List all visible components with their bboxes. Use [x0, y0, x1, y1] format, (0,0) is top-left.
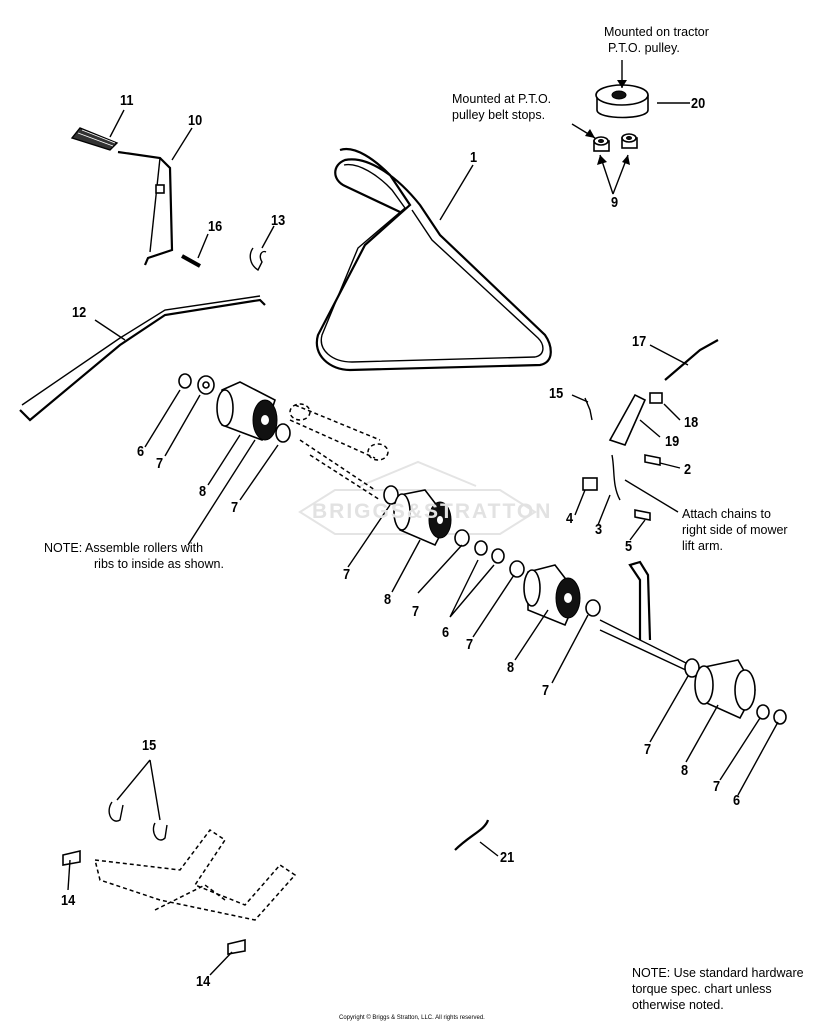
pin-part-16 [181, 254, 201, 268]
part-label-2: 2 [684, 461, 692, 478]
lever-part-10 [117, 150, 174, 266]
part-label-6: 6 [442, 624, 450, 641]
watermark-text: BRIGGS&STRATTON [312, 500, 553, 523]
arrowheads [585, 80, 630, 165]
part-label-3: 3 [595, 521, 603, 538]
part-label-13: 13 [271, 212, 286, 229]
part-label-7: 7 [542, 682, 550, 699]
note-hardware-line-3: otherwise noted. [632, 998, 724, 1012]
part-label-12: 12 [72, 304, 87, 321]
note-belt-stops-line-2: pulley belt stops. [452, 108, 546, 122]
note-tractor-pulley-line-2: P.T.O. pulley. [608, 41, 680, 55]
watermark-badge [298, 460, 537, 535]
part-label-4: 4 [566, 510, 574, 527]
part-label-7: 7 [466, 636, 474, 653]
part-label-8: 8 [384, 591, 392, 608]
part-label-16: 16 [208, 218, 223, 235]
hairpin-part-13 [249, 247, 267, 272]
part-label-15: 15 [549, 385, 564, 402]
part-label-6: 6 [733, 792, 741, 809]
belt-part-1 [315, 147, 552, 372]
mower-bracket-assembly [62, 801, 490, 955]
part-label-14: 14 [61, 892, 76, 909]
note-hardware: NOTE: Use standard hardware torque spec.… [632, 965, 804, 1013]
note-rollers-line-2: ribs to inside as shown. [94, 557, 224, 571]
note-hardware-line-2: torque spec. chart unless [632, 982, 772, 996]
part-label-7: 7 [156, 455, 164, 472]
note-attach-chains: Attach chains to right side of mower lif… [682, 506, 788, 554]
note-hardware-line-1: NOTE: Use standard hardware [632, 966, 804, 980]
part-label-5: 5 [625, 538, 633, 555]
note-rollers: NOTE: Assemble rollers with ribs to insi… [44, 540, 224, 572]
part-label-7: 7 [412, 603, 420, 620]
note-attach-chains-line-3: lift arm. [682, 539, 723, 553]
note-belt-stops-line-1: Mounted at P.T.O. [452, 92, 552, 106]
part-label-9: 9 [611, 194, 619, 211]
handle-grip-part-11 [70, 127, 119, 151]
part-label-11: 11 [120, 92, 134, 109]
part-label-8: 8 [199, 483, 207, 500]
part-label-21: 21 [500, 849, 515, 866]
part-label-7: 7 [343, 566, 351, 583]
note-tractor-pulley: Mounted on tractor P.T.O. pulley. [604, 24, 709, 56]
pulley-part-20 [595, 84, 649, 119]
note-tractor-pulley-line-1: Mounted on tractor [604, 25, 709, 39]
middle-roller-assembly [383, 485, 525, 578]
leader-lines [67, 60, 779, 976]
copyright-text: Copyright © Briggs & Stratton, LLC. All … [339, 1015, 485, 1021]
note-rollers-line-1: NOTE: Assemble rollers with [44, 541, 204, 555]
part-label-8: 8 [507, 659, 515, 676]
part-label-6: 6 [137, 443, 145, 460]
right-roller-assembly [523, 560, 691, 673]
part-label-8: 8 [681, 762, 689, 779]
part-label-15: 15 [142, 737, 157, 754]
left-roller-assembly [178, 373, 389, 501]
note-attach-chains-line-2: right side of mower [682, 523, 788, 537]
part-label-14: 14 [196, 973, 211, 990]
part-label-19: 19 [665, 433, 680, 450]
part-label-7: 7 [231, 499, 239, 516]
part-label-1: 1 [470, 149, 478, 166]
part-label-7: 7 [644, 741, 652, 758]
part-label-20: 20 [691, 95, 706, 112]
note-belt-stops: Mounted at P.T.O. pulley belt stops. [452, 91, 551, 123]
belt-stop-part-9 [593, 133, 638, 152]
part-label-10: 10 [188, 112, 203, 129]
far-right-roller-assembly [684, 658, 787, 725]
rod-part-12 [19, 295, 266, 422]
part-label-7: 7 [713, 778, 721, 795]
lift-linkage-hardware [582, 339, 719, 521]
part-label-17: 17 [632, 333, 647, 350]
part-label-18: 18 [684, 414, 699, 431]
note-attach-chains-line-1: Attach chains to [682, 507, 771, 521]
